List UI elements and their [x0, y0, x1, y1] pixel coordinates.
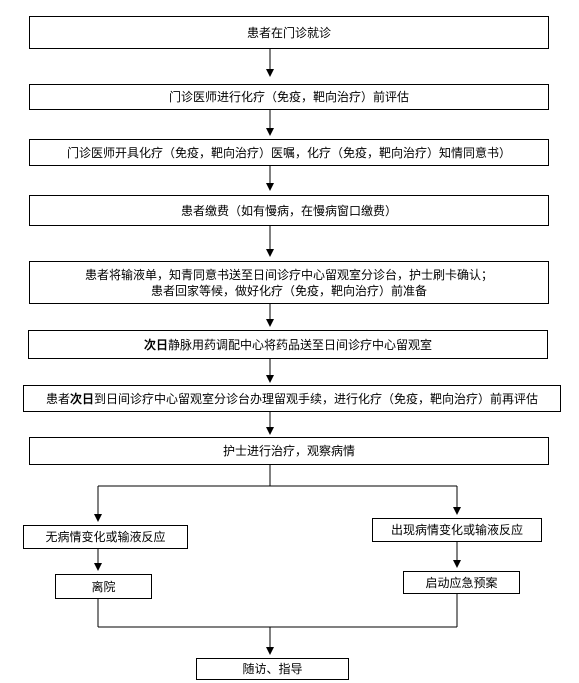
step-submit-documents: 患者将输液单，知青同意书送至日间诊疗中心留观室分诊台，护士刷卡确认； 患者回家等…	[29, 261, 549, 304]
step-pre-evaluation-text: 门诊医师进行化疗（免疫，靶向治疗）前评估	[168, 90, 409, 104]
branch-no-reaction: 无病情变化或输液反应	[23, 525, 188, 549]
step-follow-up: 随访、指导	[196, 658, 349, 680]
branch-no-reaction-text: 无病情变化或输液反应	[45, 530, 166, 544]
step-drug-delivery-text: 次日静脉用药调配中心将药品送至日间诊疗中心留观室	[144, 337, 432, 353]
branch-reaction-text: 出现病情变化或输液反应	[390, 523, 523, 537]
step-outpatient-visit-text: 患者在门诊就诊	[246, 25, 331, 40]
step-prescription: 门诊医师开具化疗（免疫，靶向治疗）医嘱，化疗（免疫，靶向治疗）知情同意书）	[29, 139, 549, 166]
step-treatment: 护士进行治疗，观察病情	[29, 437, 549, 465]
step-drug-delivery: 次日静脉用药调配中心将药品送至日间诊疗中心留观室	[28, 330, 548, 359]
next-day-bold: 次日	[143, 337, 168, 352]
step-submit-documents-line1: 患者将输液单，知青同意书送至日间诊疗中心留观室分诊台，护士刷卡确认；	[84, 267, 493, 282]
step-pre-evaluation: 门诊医师进行化疗（免疫，靶向治疗）前评估	[29, 84, 549, 110]
step-follow-up-text: 随访、指导	[242, 662, 303, 676]
step-prescription-text: 门诊医师开具化疗（免疫，靶向治疗）医嘱，化疗（免疫，靶向治疗）知情同意书）	[66, 145, 511, 160]
step-re-evaluation-rest: 到日间诊疗中心留观室分诊台办理留观手续，进行化疗（免疫，靶向治疗）前再评估	[94, 391, 539, 406]
action-emergency-plan-text: 启动应急预案	[425, 575, 498, 590]
branch-reaction: 出现病情变化或输液反应	[372, 518, 542, 542]
step-re-evaluation: 患者次日到日间诊疗中心留观室分诊台办理留观手续，进行化疗（免疫，靶向治疗）前再评…	[23, 385, 561, 412]
step-re-evaluation-prefix: 患者	[45, 391, 70, 406]
step-outpatient-visit: 患者在门诊就诊	[29, 16, 549, 49]
step-re-evaluation-text: 患者次日到日间诊疗中心留观室分诊台办理留观手续，进行化疗（免疫，靶向治疗）前再评…	[46, 391, 538, 407]
action-discharge: 离院	[55, 574, 152, 599]
step-payment: 患者缴费（如有慢病，在慢病窗口缴费）	[29, 195, 549, 226]
step-submit-documents-line2: 患者回家等候，做好化疗（免疫，靶向治疗）前准备	[150, 283, 427, 298]
action-emergency-plan: 启动应急预案	[403, 571, 520, 594]
step-payment-text: 患者缴费（如有慢病，在慢病窗口缴费）	[180, 203, 397, 218]
step-treatment-text: 护士进行治疗，观察病情	[222, 444, 355, 458]
step-drug-delivery-rest: 静脉用药调配中心将药品送至日间诊疗中心留观室	[168, 337, 433, 352]
action-discharge-text: 离院	[91, 579, 116, 594]
next-day-bold: 次日	[69, 391, 94, 406]
